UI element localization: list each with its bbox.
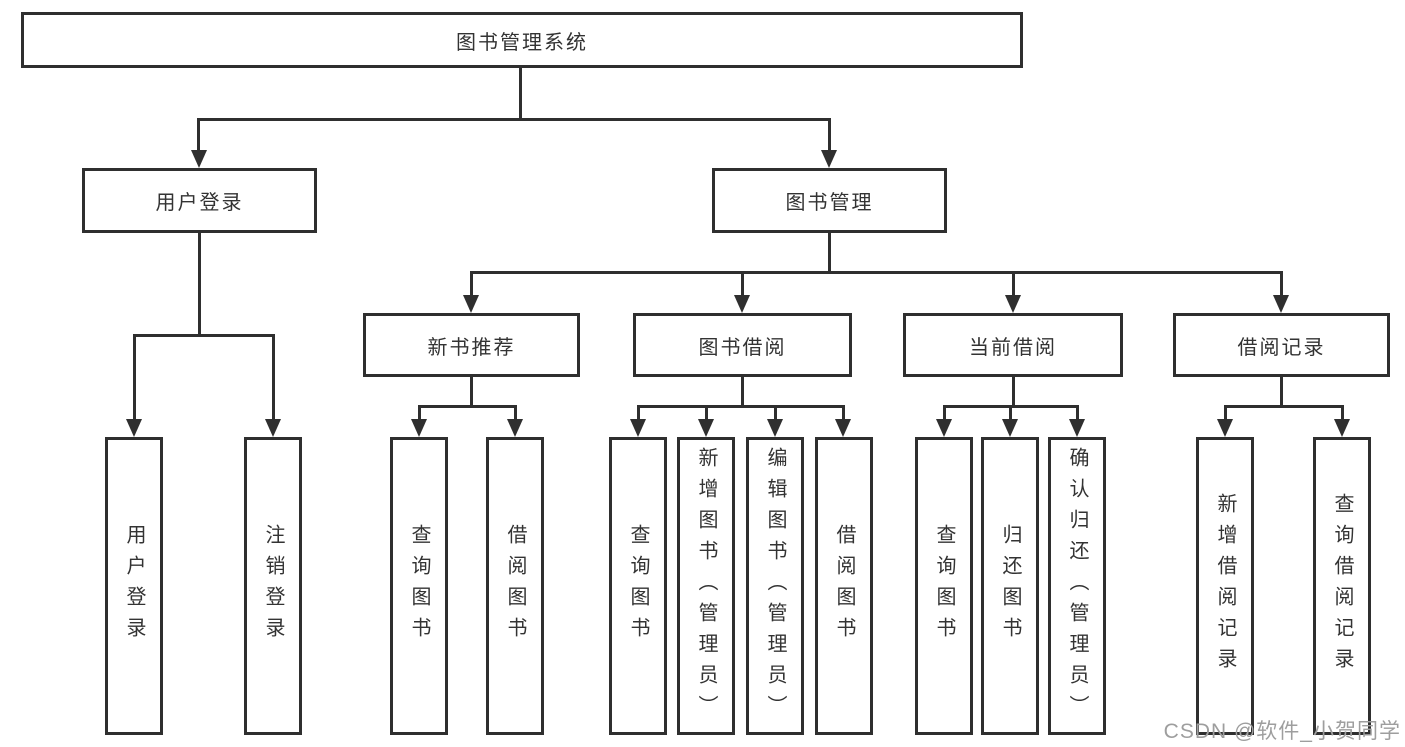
arrow-to-book-borrowing xyxy=(734,295,750,313)
conn-drop-nb-borrow xyxy=(514,408,517,424)
leaf-cb-confirm-return-admin: 确认归还（管理员） xyxy=(1048,437,1106,735)
arrow-to-nb-borrow xyxy=(507,419,523,437)
leaf-nb-borrow-books: 借阅图书 xyxy=(486,437,544,735)
arrow-to-br-query xyxy=(1334,419,1350,437)
node-borrow-records-label: 借阅记录 xyxy=(1237,336,1326,359)
conn-new-book-rec-stem xyxy=(470,377,473,408)
arrow-to-user-login xyxy=(191,150,207,168)
leaf-user-login: 用户登录 xyxy=(105,437,163,735)
leaf-bb-add-books-admin: 新增图书（管理员） xyxy=(677,437,735,735)
node-current-borrowing: 当前借阅 xyxy=(903,313,1123,377)
conn-drop-borrow-records xyxy=(1280,274,1283,300)
arrow-to-br-add xyxy=(1217,419,1233,437)
leaf-cb-query-books: 查询图书 xyxy=(915,437,973,735)
arrow-to-current-borrowing xyxy=(1005,295,1021,313)
leaf-logout-login: 注销登录 xyxy=(244,437,302,735)
conn-user-login-stem xyxy=(198,233,201,337)
conn-root-drop-user-login xyxy=(197,121,200,155)
arrow-to-nb-query xyxy=(411,419,427,437)
leaf-cb-confirm-return-admin-label: 确认归还（管理员） xyxy=(1066,446,1088,726)
arrow-to-book-mgmt xyxy=(821,150,837,168)
arrow-to-bb-query xyxy=(630,419,646,437)
conn-user-login-bus xyxy=(133,334,275,337)
node-library-system: 图书管理系统 xyxy=(21,12,1023,68)
conn-drop-current-borrowing xyxy=(1012,274,1015,300)
leaf-br-add-record-label: 新增借阅记录 xyxy=(1214,493,1236,679)
node-new-book-recommend-label: 新书推荐 xyxy=(427,336,516,359)
conn-current-borrowing-bus xyxy=(943,405,1079,408)
leaf-nb-borrow-books-label: 借阅图书 xyxy=(504,524,526,648)
conn-drop-bb-add xyxy=(705,408,708,424)
leaf-bb-query-books-label: 查询图书 xyxy=(627,524,649,648)
conn-drop-bb-edit xyxy=(774,408,777,424)
conn-book-mgmt-bus xyxy=(470,271,1283,274)
conn-drop-bb-query xyxy=(637,408,640,424)
arrow-to-bb-borrow xyxy=(835,419,851,437)
arrow-to-cb-confirm xyxy=(1069,419,1085,437)
conn-drop-nb-query xyxy=(418,408,421,424)
conn-book-mgmt-stem xyxy=(828,233,831,274)
leaf-cb-return-books-label: 归还图书 xyxy=(999,524,1021,648)
leaf-logout-login-label: 注销登录 xyxy=(262,524,284,648)
arrow-to-new-book-rec xyxy=(463,295,479,313)
conn-drop-cb-query xyxy=(943,408,946,424)
conn-root-stem xyxy=(519,68,522,121)
csdn-watermark: CSDN @软件_小贺同学 xyxy=(1163,720,1401,743)
node-borrow-records: 借阅记录 xyxy=(1173,313,1390,377)
arrow-to-leaf-user-login xyxy=(126,419,142,437)
conn-new-book-rec-bus xyxy=(418,405,517,408)
conn-drop-br-add xyxy=(1224,408,1227,424)
leaf-bb-add-books-admin-label: 新增图书（管理员） xyxy=(695,446,717,726)
arrow-to-cb-return xyxy=(1002,419,1018,437)
node-new-book-recommend: 新书推荐 xyxy=(363,313,580,377)
conn-root-drop-book-mgmt xyxy=(828,121,831,155)
leaf-nb-query-books-label: 查询图书 xyxy=(408,524,430,648)
leaf-bb-query-books: 查询图书 xyxy=(609,437,667,735)
node-user-login-label: 用户登录 xyxy=(155,192,244,214)
conn-drop-leaf-logout xyxy=(272,337,275,422)
node-user-login: 用户登录 xyxy=(82,168,317,233)
conn-drop-cb-return xyxy=(1009,408,1012,424)
leaf-bb-edit-books-admin-label: 编辑图书（管理员） xyxy=(764,446,786,726)
conn-book-borrowing-stem xyxy=(741,377,744,408)
conn-drop-leaf-user-login xyxy=(133,337,136,422)
arrow-to-bb-edit xyxy=(767,419,783,437)
leaf-cb-return-books: 归还图书 xyxy=(981,437,1039,735)
arrow-to-borrow-records xyxy=(1273,295,1289,313)
conn-borrow-records-bus xyxy=(1224,405,1344,408)
conn-drop-br-query xyxy=(1341,408,1344,424)
conn-drop-cb-confirm xyxy=(1076,408,1079,424)
leaf-bb-borrow-books: 借阅图书 xyxy=(815,437,873,735)
conn-book-borrowing-bus xyxy=(637,405,845,408)
leaf-br-add-record: 新增借阅记录 xyxy=(1196,437,1254,735)
arrow-to-bb-add xyxy=(698,419,714,437)
conn-drop-new-book-rec xyxy=(470,274,473,300)
conn-borrow-records-stem xyxy=(1280,377,1283,408)
node-book-management: 图书管理 xyxy=(712,168,947,233)
node-current-borrowing-label: 当前借阅 xyxy=(969,336,1057,359)
leaf-bb-edit-books-admin: 编辑图书（管理员） xyxy=(746,437,804,735)
leaf-bb-borrow-books-label: 借阅图书 xyxy=(833,524,855,648)
node-book-borrowing-label: 图书借阅 xyxy=(698,336,787,359)
arrow-to-leaf-logout xyxy=(265,419,281,437)
conn-root-bus xyxy=(197,118,831,121)
leaf-nb-query-books: 查询图书 xyxy=(390,437,448,735)
node-book-borrowing: 图书借阅 xyxy=(633,313,852,377)
leaf-user-login-label: 用户登录 xyxy=(123,524,145,648)
conn-drop-book-borrowing xyxy=(741,274,744,300)
conn-current-borrowing-stem xyxy=(1012,377,1015,408)
leaf-br-query-record-label: 查询借阅记录 xyxy=(1331,493,1353,679)
arrow-to-cb-query xyxy=(936,419,952,437)
leaf-cb-query-books-label: 查询图书 xyxy=(933,524,955,648)
node-library-system-label: 图书管理系统 xyxy=(456,31,588,54)
conn-drop-bb-borrow xyxy=(842,408,845,424)
leaf-br-query-record: 查询借阅记录 xyxy=(1313,437,1371,735)
node-book-management-label: 图书管理 xyxy=(785,192,874,214)
